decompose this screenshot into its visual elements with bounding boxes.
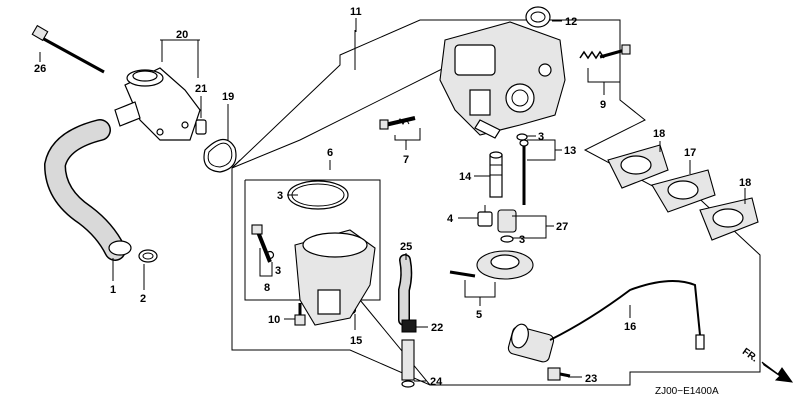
callout-16: 16 bbox=[624, 321, 636, 333]
clip-part-2 bbox=[138, 249, 158, 263]
gasket-part-19 bbox=[203, 138, 237, 173]
bolt-part-10 bbox=[294, 303, 306, 326]
callout-4: 4 bbox=[447, 213, 454, 225]
callout-3-chamber: 3 bbox=[277, 190, 283, 202]
callout-13: 13 bbox=[564, 145, 576, 157]
insulator-part-18-bottom bbox=[699, 197, 759, 241]
callout-14: 14 bbox=[459, 171, 472, 183]
jet-part-4 bbox=[477, 205, 493, 227]
needle-part-13 bbox=[519, 139, 529, 205]
callout-25: 25 bbox=[400, 241, 412, 253]
screw-spring-part-9 bbox=[579, 44, 631, 60]
solenoid-part-16 bbox=[507, 280, 705, 363]
float-part-5 bbox=[449, 250, 534, 280]
callout-20: 20 bbox=[176, 29, 188, 41]
callout-19: 19 bbox=[222, 91, 234, 103]
pin-part-21 bbox=[195, 119, 207, 135]
callout-11: 11 bbox=[350, 6, 362, 18]
hose-part-1 bbox=[43, 119, 132, 261]
direction-marker: FR. bbox=[740, 346, 794, 383]
callout-24: 24 bbox=[430, 376, 443, 388]
jet-part-27 bbox=[497, 209, 517, 233]
callout-1: 1 bbox=[110, 284, 116, 296]
callout-22: 22 bbox=[431, 322, 443, 334]
diagram-code: ZJ00−E1400A bbox=[655, 386, 719, 397]
callout-12: 12 bbox=[565, 16, 577, 28]
tube-part-25 bbox=[398, 254, 413, 326]
screw-part-7 bbox=[379, 116, 416, 130]
insulator-part-17 bbox=[651, 169, 716, 213]
float-chamber-part-6 bbox=[287, 180, 376, 326]
callout-numbers: 26 20 21 19 1 2 11 12 9 7 6 3 3 8 10 15 … bbox=[34, 6, 751, 388]
arrow-icon bbox=[761, 361, 794, 383]
callout-23: 23 bbox=[585, 373, 597, 385]
tube-part-14 bbox=[489, 151, 503, 198]
callout-10: 10 bbox=[268, 314, 280, 326]
callout-17: 17 bbox=[684, 147, 696, 159]
tube-part-24 bbox=[401, 339, 415, 388]
cap-part-12 bbox=[525, 6, 551, 28]
insulator-part-18-top bbox=[607, 144, 669, 189]
bolt-part-23 bbox=[547, 367, 571, 381]
leader-lines bbox=[39, 18, 746, 382]
clip-part-22 bbox=[401, 319, 417, 333]
callout-9: 9 bbox=[600, 99, 606, 111]
callout-3-needle: 3 bbox=[538, 131, 544, 143]
callout-7: 7 bbox=[403, 154, 409, 166]
callout-3-jet: 3 bbox=[519, 234, 525, 246]
callout-5: 5 bbox=[476, 309, 482, 321]
callout-3-screw: 3 bbox=[275, 265, 281, 277]
bolt-part-26 bbox=[31, 24, 105, 74]
callout-8: 8 bbox=[264, 282, 270, 294]
carburetor-body-part-11 bbox=[439, 21, 566, 139]
screw-part-8 bbox=[251, 224, 272, 263]
callout-21: 21 bbox=[195, 83, 207, 95]
direction-label: FR. bbox=[740, 346, 760, 364]
callout-2: 2 bbox=[140, 293, 146, 305]
callout-18-top: 18 bbox=[653, 128, 665, 140]
callout-15: 15 bbox=[350, 335, 362, 347]
callout-6: 6 bbox=[327, 147, 333, 159]
callout-18-bottom: 18 bbox=[739, 177, 751, 189]
callout-26: 26 bbox=[34, 63, 46, 75]
callout-27: 27 bbox=[556, 221, 568, 233]
intake-joint-part-20 bbox=[114, 67, 201, 141]
